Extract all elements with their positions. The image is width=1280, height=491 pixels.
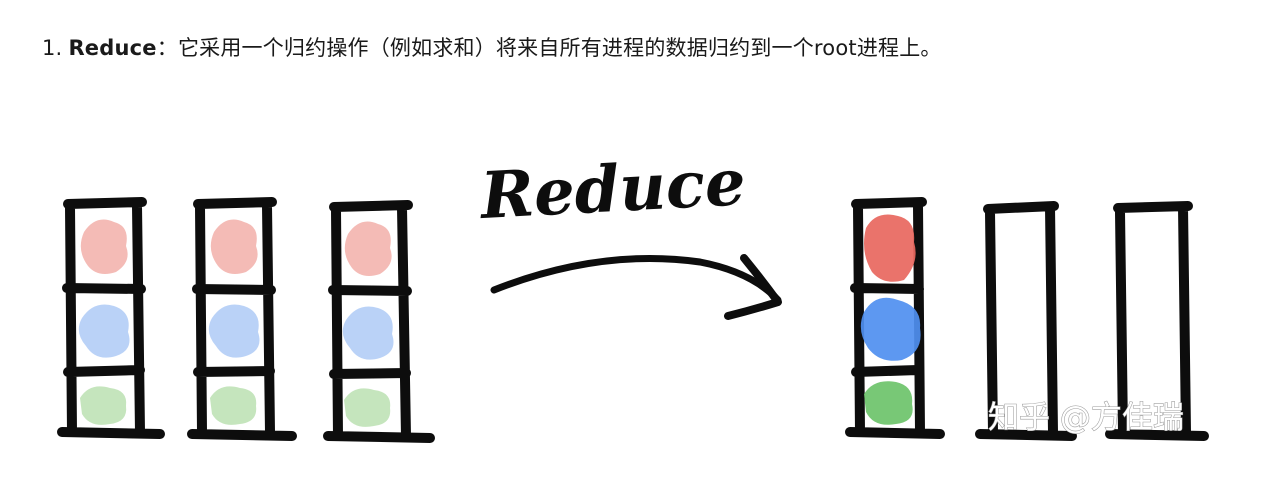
cell-red-blob <box>80 219 128 274</box>
watermark: 知乎 @方佳瑞 <box>988 400 1184 436</box>
cell-green-reduced-blob <box>864 381 913 425</box>
reduce-arrow: Reduce <box>477 145 782 320</box>
cell-blue-blob <box>78 304 130 358</box>
arrow-label: Reduce <box>477 145 747 234</box>
cell-red-blob <box>210 219 258 274</box>
process-buffer-1 <box>57 197 165 439</box>
cell-blue-reduced-blob <box>860 297 921 361</box>
cell-blue-blob <box>342 306 394 360</box>
cell-green-blob <box>80 386 127 425</box>
list-number: 1. <box>42 36 63 60</box>
caption-text: 它采用一个归约操作（例如求和）将来自所有进程的数据归约到一个root进程上。 <box>177 36 942 60</box>
cell-green-blob <box>344 388 391 427</box>
cell-red-reduced-blob <box>864 214 916 282</box>
process-buffer-2 <box>187 197 297 441</box>
arrow-head <box>724 254 782 320</box>
cell-red-blob <box>344 221 392 276</box>
empty-buffer-1 <box>975 201 1077 441</box>
process-buffer-3 <box>323 200 435 443</box>
cell-green-blob <box>210 386 257 425</box>
arrow-shaft <box>490 255 782 304</box>
root-buffer <box>845 197 945 439</box>
cell-blue-blob <box>208 304 260 358</box>
caption: 1.Reduce：它采用一个归约操作（例如求和）将来自所有进程的数据归约到一个r… <box>42 26 942 70</box>
caption-colon: ： <box>156 36 178 60</box>
empty-buffer-2 <box>1105 201 1209 441</box>
caption-term: Reduce <box>68 36 157 60</box>
